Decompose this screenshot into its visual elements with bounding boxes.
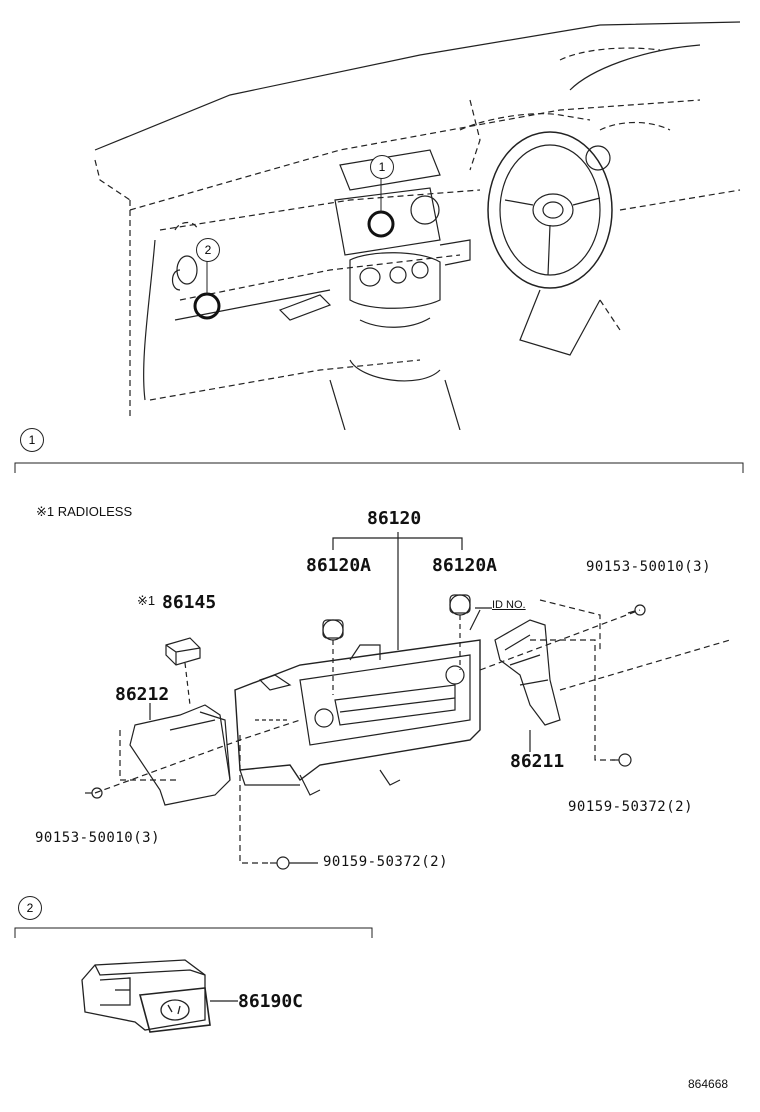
part-86120-label: 86120 [367,508,422,529]
part-86211-label: 86211 [510,751,565,772]
section-2-divider [14,927,373,938]
section-1-marker: 1 [20,428,44,452]
callout-2: 2 [196,238,220,262]
section-2-marker: 2 [18,896,42,920]
part-86120A-left-label: 86120A [306,555,372,576]
id-number-label: ID NO. [492,599,526,611]
radioless-note: ※1 RADIOLESS [36,504,133,519]
part-86212-label: 86212 [115,684,170,705]
location-marker-1 [367,210,395,238]
bolt-90153-right-label: 90153-50010(3) [586,559,712,575]
screw-90159-bottom-label: 90159-50372(2) [323,854,449,870]
section-1-divider [14,462,744,473]
part-86145-radioless-mark: ※1 [137,593,156,608]
part-86190C-label: 86190C [238,991,304,1012]
part-86120A-right-label: 86120A [432,555,498,576]
switch-86190C-drawing [81,959,238,1033]
screw-90159-right-label: 90159-50372(2) [568,799,694,815]
dashboard-overview-drawing [94,21,741,430]
callout-1: 1 [370,155,394,179]
audio-unit-exploded-drawing [85,532,731,870]
document-id: 864668 [688,1077,729,1091]
bolt-90153-left-label: 90153-50010(3) [35,830,161,846]
part-86145-label: 86145 [162,592,217,613]
